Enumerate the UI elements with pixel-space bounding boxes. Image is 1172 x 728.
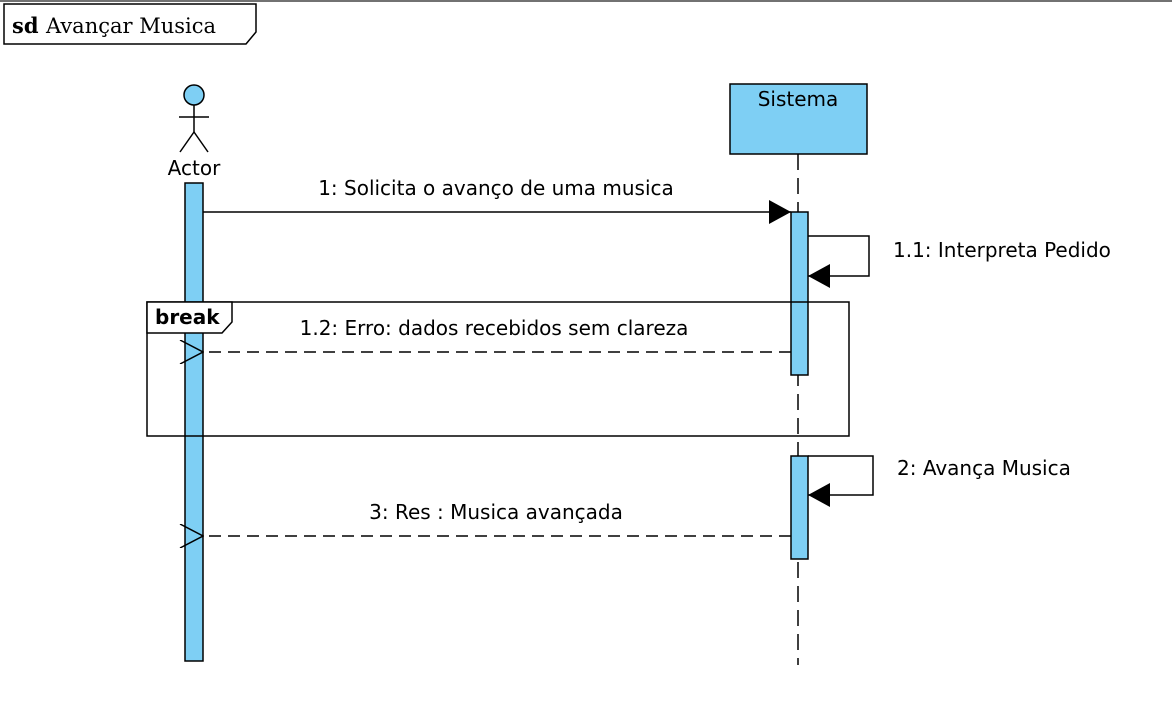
sistema-label: Sistema (758, 87, 839, 111)
sd-frame-name: Avançar Musica (45, 14, 216, 38)
break-fragment-frame (146, 301, 850, 437)
sistema-participant[interactable]: Sistema (729, 83, 868, 155)
break-fragment: break (146, 301, 850, 437)
message-1-1-label: 1.1: Interpreta Pedido (893, 238, 1111, 262)
message-1-label: 1: Solicita o avanço de uma musica (318, 176, 674, 200)
sd-keyword: sd (12, 13, 39, 38)
message-3-label: 3: Res : Musica avançada (369, 500, 623, 524)
actor-label: Actor (168, 156, 221, 180)
sd-frame-tab: sd Avançar Musica (3, 3, 257, 45)
sistema-activation-bar-2 (790, 455, 809, 560)
sistema-head-box (729, 83, 868, 155)
actor-head (183, 84, 205, 106)
message-2-label: 2: Avança Musica (897, 456, 1071, 480)
message-2-arrow (808, 455, 874, 507)
message-1-2-label: 1.2: Erro: dados recebidos sem clareza (300, 316, 689, 340)
message-1-1-arrow (808, 235, 870, 288)
actor-activation-bar (184, 182, 204, 662)
sistema-activation-bar-1 (790, 211, 809, 376)
actor-participant[interactable]: Actor (168, 84, 221, 180)
break-operator-label: break (155, 305, 220, 329)
